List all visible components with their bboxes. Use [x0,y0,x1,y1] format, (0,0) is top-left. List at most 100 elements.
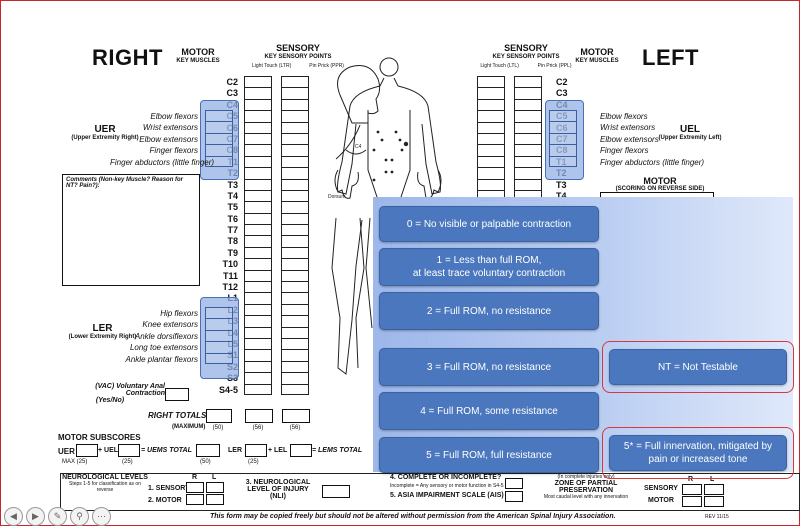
comments-box[interactable]: Comments (Non-key Muscle? Reason for NT?… [62,174,200,286]
score-cell[interactable] [244,246,272,259]
score-cell[interactable] [281,292,309,304]
zpp-sensory-r[interactable] [682,484,702,495]
score-cell[interactable] [281,326,309,338]
score-cell[interactable] [281,315,309,327]
score-cell[interactable] [281,337,309,350]
score-cell[interactable] [477,167,505,179]
score-cell[interactable] [244,281,272,293]
zpp-motor-l[interactable] [704,496,724,507]
score-cell[interactable] [549,155,577,167]
score-cell[interactable] [514,144,542,156]
upper-motor-boxes-left[interactable] [549,110,577,167]
score-cell[interactable] [205,110,233,122]
light-touch-right-grid[interactable] [244,76,272,395]
score-cell[interactable] [244,235,272,247]
lower-motor-boxes-right[interactable] [205,307,233,364]
zoom-icon[interactable]: ⚲ [70,507,89,526]
score-cell[interactable] [244,326,272,338]
score-cell[interactable] [244,383,272,395]
score-cell[interactable] [244,167,272,179]
score-cell[interactable] [244,87,272,99]
score-cell[interactable] [549,110,577,122]
score-cell[interactable] [281,235,309,247]
score-cell[interactable] [477,76,505,88]
motor-l-input[interactable] [206,494,224,505]
score-cell[interactable] [205,155,233,167]
score-cell[interactable] [205,341,233,353]
score-cell[interactable] [281,98,309,111]
score-cell[interactable] [514,76,542,88]
score-cell[interactable] [205,352,233,364]
pin-prick-left-grid[interactable] [514,76,542,202]
score-cell[interactable] [281,201,309,213]
score-cell[interactable] [514,87,542,99]
score-cell[interactable] [477,121,505,133]
nli-input[interactable] [322,485,350,498]
score-cell[interactable] [281,144,309,156]
vac-input[interactable] [165,388,189,401]
score-cell[interactable] [477,98,505,111]
score-cell[interactable] [477,132,505,145]
score-cell[interactable] [244,155,272,168]
score-cell[interactable] [244,372,272,384]
score-cell[interactable] [281,269,309,282]
score-cell[interactable] [244,98,272,111]
score-cell[interactable] [205,329,233,342]
score-cell[interactable] [477,155,505,168]
score-cell[interactable] [477,110,505,122]
score-cell[interactable] [244,303,272,316]
score-cell[interactable] [281,224,309,236]
sensory-r-input[interactable] [186,482,204,493]
score-cell[interactable] [244,224,272,236]
score-cell[interactable] [244,132,272,145]
score-cell[interactable] [281,303,309,316]
score-cell[interactable] [244,269,272,282]
right-pp-total[interactable] [282,409,310,423]
score-cell[interactable] [244,144,272,156]
score-cell[interactable] [281,110,309,122]
score-cell[interactable] [281,132,309,145]
score-cell[interactable] [205,307,233,319]
score-cell[interactable] [281,87,309,99]
score-cell[interactable] [477,178,505,190]
score-cell[interactable] [514,132,542,145]
score-cell[interactable] [514,178,542,190]
play-icon[interactable]: ▶ [26,507,45,526]
upper-motor-boxes-right[interactable] [205,110,233,167]
score-cell[interactable] [244,349,272,361]
score-cell[interactable] [205,144,233,156]
score-cell[interactable] [514,121,542,133]
score-cell[interactable] [205,132,233,145]
score-cell[interactable] [205,121,233,133]
score-cell[interactable] [514,167,542,179]
score-cell[interactable] [549,121,577,133]
score-cell[interactable] [477,87,505,99]
back-icon[interactable]: ◀ [4,507,23,526]
score-cell[interactable] [244,178,272,190]
score-cell[interactable] [514,98,542,111]
edit-icon[interactable]: ✎ [48,507,67,526]
score-cell[interactable] [281,281,309,293]
score-cell[interactable] [514,155,542,168]
score-cell[interactable] [281,155,309,168]
uel-subscore[interactable] [118,444,140,457]
score-cell[interactable] [549,144,577,156]
score-cell[interactable] [281,178,309,190]
score-cell[interactable] [549,132,577,145]
zpp-sensory-l[interactable] [704,484,724,495]
score-cell[interactable] [281,121,309,133]
score-cell[interactable] [281,212,309,225]
score-cell[interactable] [281,258,309,270]
score-cell[interactable] [244,315,272,327]
light-touch-left-grid[interactable] [477,76,505,202]
score-cell[interactable] [244,258,272,270]
ais-input[interactable] [505,491,523,502]
score-cell[interactable] [281,349,309,361]
score-cell[interactable] [244,110,272,122]
score-cell[interactable] [281,76,309,88]
lel-subscore[interactable] [290,444,312,457]
score-cell[interactable] [281,167,309,179]
zpp-motor-r[interactable] [682,496,702,507]
score-cell[interactable] [281,383,309,395]
uer-subscore[interactable] [76,444,98,457]
